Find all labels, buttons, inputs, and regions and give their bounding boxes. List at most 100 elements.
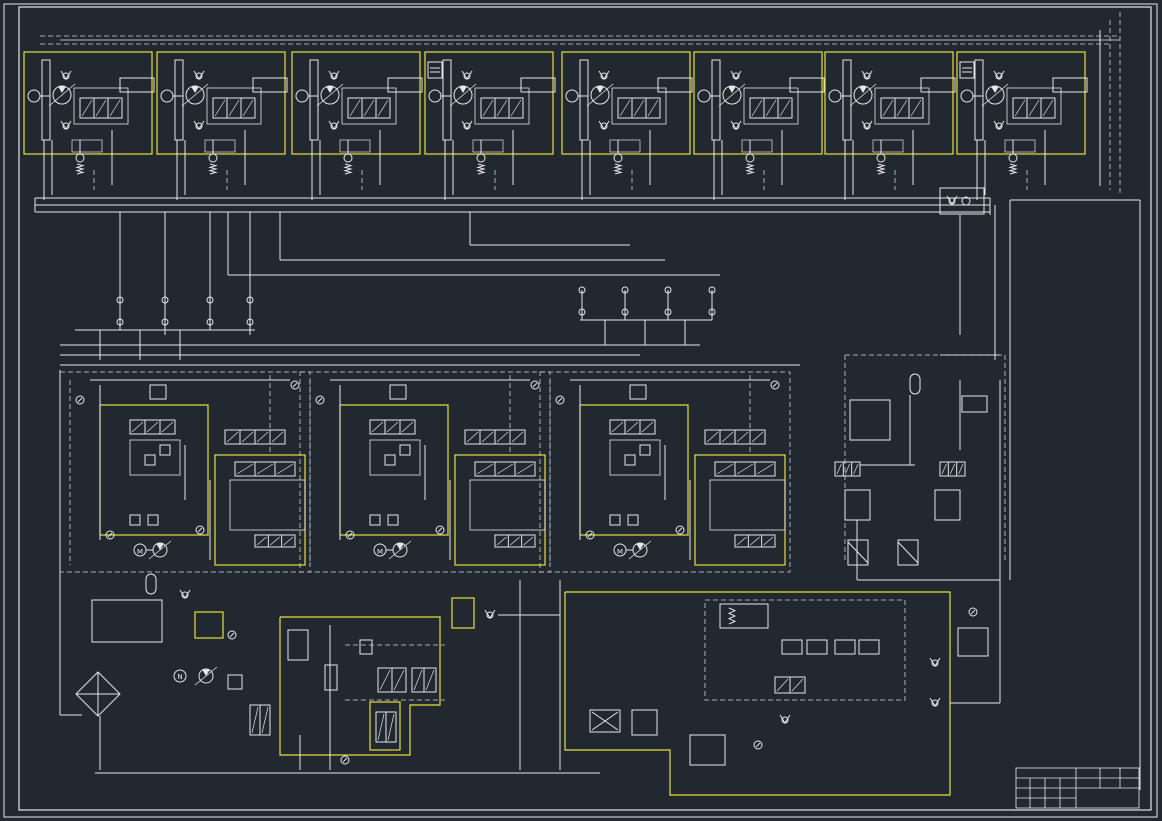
pilot-valve xyxy=(609,419,656,435)
valve-body xyxy=(611,87,667,125)
motor-label: M xyxy=(137,548,143,556)
valve-arrow xyxy=(256,536,267,546)
gauge-needle xyxy=(347,532,353,538)
unit-boundary xyxy=(424,51,554,155)
actuator-unit-row xyxy=(23,12,1121,200)
valve-arrow xyxy=(283,536,294,546)
valve-body xyxy=(474,87,530,125)
pressure-reducing-block xyxy=(849,399,891,441)
pressure-gauge xyxy=(435,525,445,535)
valve-arrow xyxy=(941,463,947,475)
manifold-lines xyxy=(34,187,1141,790)
solenoid-box xyxy=(359,639,373,655)
pipe-line xyxy=(897,541,919,564)
unit-boundary xyxy=(291,51,421,155)
check-seat xyxy=(193,70,205,80)
pressure-gauge xyxy=(345,530,355,540)
direction-valve xyxy=(939,461,966,477)
check-seat xyxy=(730,70,742,80)
gauge-needle xyxy=(107,532,113,538)
valve-body xyxy=(1006,87,1062,125)
cylinder-rod xyxy=(842,59,852,141)
ball-valve xyxy=(708,308,716,316)
check-seat xyxy=(861,120,873,130)
pressure-valve xyxy=(781,639,803,655)
valve-arrow xyxy=(523,536,534,546)
ball-valve xyxy=(708,286,716,294)
unit-directional-valve xyxy=(749,97,793,119)
spring-symbol xyxy=(727,607,737,625)
check-seat xyxy=(60,70,72,80)
gauge-needle xyxy=(77,397,83,403)
level-sensor xyxy=(287,629,309,661)
pressure-gauge xyxy=(105,530,115,540)
pressure-gauge xyxy=(195,525,205,535)
pump-arrow xyxy=(728,86,736,93)
direction-valve xyxy=(834,461,861,477)
relief-cartridge xyxy=(719,603,769,629)
unit-pump xyxy=(985,85,1005,105)
actuator-unit xyxy=(956,51,1088,200)
valve-body xyxy=(206,87,262,125)
aux-pressure-block xyxy=(91,599,163,643)
valve-arrow xyxy=(763,536,774,546)
check-seat xyxy=(730,120,742,130)
pressure-gauge xyxy=(340,755,350,765)
valve-arrow xyxy=(363,99,375,117)
valve-body xyxy=(874,87,930,125)
logic-element xyxy=(627,514,639,526)
unit-pump xyxy=(52,85,72,105)
pump-arrow xyxy=(202,669,210,676)
unit-directional-valve xyxy=(480,97,524,119)
power-unit-group xyxy=(539,371,791,573)
actuator-unit xyxy=(824,51,956,200)
pilot-valve xyxy=(369,419,416,435)
actuator-box xyxy=(520,77,556,93)
unit-pump xyxy=(722,85,742,105)
pressure-reducer xyxy=(384,454,396,466)
pressure-reducer xyxy=(144,454,156,466)
pressure-valve xyxy=(858,639,880,655)
valve-arrow xyxy=(241,431,254,443)
actuator-box xyxy=(657,77,693,93)
unit-pump xyxy=(853,85,873,105)
actuator-unit xyxy=(156,51,288,200)
check-seat xyxy=(461,120,473,130)
valve-arrow xyxy=(950,463,955,475)
valve-arrow xyxy=(958,463,964,475)
valve-arrow xyxy=(226,431,239,443)
valve-arrow xyxy=(236,463,254,475)
ball-valve xyxy=(116,318,124,326)
variable-arrow xyxy=(194,666,218,686)
check-seat xyxy=(779,714,791,724)
ball-valve xyxy=(246,296,254,304)
group-boundary xyxy=(539,371,791,573)
unit-pump xyxy=(453,85,473,105)
actuator-unit xyxy=(693,51,825,200)
cylinder-rod xyxy=(579,59,589,141)
actuator-unit xyxy=(23,51,155,200)
cylinder-rod xyxy=(174,59,184,141)
sub-block xyxy=(204,139,236,153)
variable-arrow xyxy=(981,83,1009,107)
pump-arrow xyxy=(326,86,334,93)
main-directional-valve xyxy=(474,461,536,477)
unit-pump xyxy=(185,85,205,105)
sub-block xyxy=(1004,139,1036,153)
check-seat xyxy=(598,120,610,130)
pressure-gauge xyxy=(555,395,565,405)
ball-valve xyxy=(206,296,214,304)
heat-exchanger xyxy=(589,709,621,733)
ball-valve xyxy=(161,296,169,304)
relief-valve xyxy=(227,674,243,690)
gauge-needle xyxy=(342,757,348,763)
pressure-gauge xyxy=(675,525,685,535)
check-seat xyxy=(993,70,1005,80)
power-unit-group xyxy=(299,371,551,573)
pressure-valve xyxy=(806,639,828,655)
valve-arrow xyxy=(910,99,922,117)
sub-block xyxy=(609,139,641,153)
pump-arrow xyxy=(156,543,164,550)
valve-arrow xyxy=(496,431,509,443)
accumulator xyxy=(145,573,157,595)
